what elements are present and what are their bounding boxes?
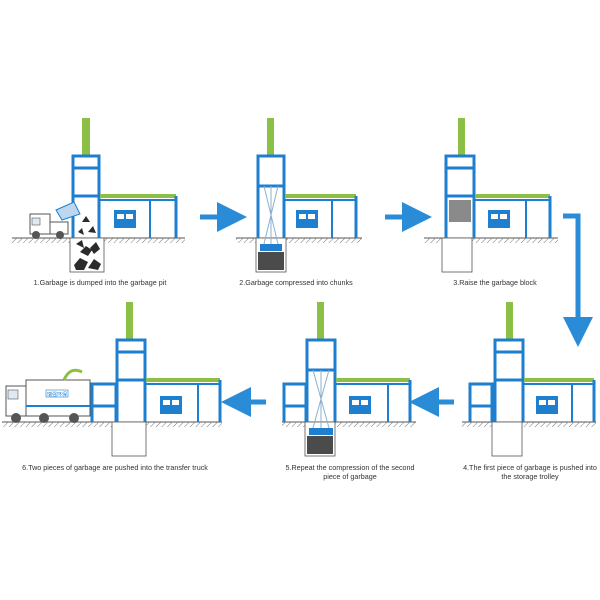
pusher-frame	[100, 194, 178, 238]
pusher-frame	[336, 378, 412, 422]
compression-plate	[260, 244, 282, 251]
step-2-illustration	[236, 118, 362, 273]
press-tower	[115, 338, 147, 422]
press-tower	[71, 154, 101, 238]
ground-hatch	[236, 238, 362, 243]
small-garbage-truck	[29, 201, 81, 239]
pusher-frame	[146, 378, 222, 422]
step-3-illustration	[424, 118, 558, 273]
step-6-illustration: 瑞强环保	[2, 302, 222, 457]
garbage-pile	[74, 240, 101, 270]
storage-trolley	[468, 382, 494, 422]
step-2-caption: 2.Garbage compressed into chunks	[239, 278, 353, 287]
garbage-pit	[441, 237, 473, 273]
pusher-frame	[475, 194, 552, 238]
compression-plate	[309, 428, 333, 435]
pusher-frame	[524, 378, 596, 422]
step-3-caption: 3.Raise the garbage block	[453, 278, 537, 287]
press-ram	[263, 185, 279, 245]
step-1-caption: 1.Garbage is dumped into the garbage pit	[33, 278, 167, 287]
garbage-pit	[111, 421, 147, 457]
compressed-garbage	[258, 252, 284, 270]
storage-trolley	[282, 382, 308, 422]
ground-hatch	[462, 422, 596, 427]
hydraulic-column	[267, 118, 274, 156]
press-ram	[312, 369, 330, 429]
ground-hatch	[424, 238, 558, 243]
arrow-step3-to-step4	[563, 213, 593, 347]
falling-garbage	[78, 216, 96, 235]
hydraulic-column	[458, 118, 465, 156]
transfer-truck	[5, 368, 91, 423]
step-5-caption: 5.Repeat the compression of the second p…	[285, 463, 415, 481]
press-tower	[493, 338, 525, 422]
step-4-caption: 4.The first piece of garbage is pushed i…	[463, 463, 597, 481]
hydraulic-column	[126, 302, 133, 340]
step-5-illustration	[282, 302, 416, 457]
step-6-caption: 6.Two pieces of garbage are pushed into …	[22, 463, 208, 472]
flow-arrows	[200, 202, 593, 417]
hydraulic-column	[82, 118, 90, 156]
pusher-frame	[285, 194, 358, 238]
raised-garbage-block	[449, 200, 471, 222]
hydraulic-column	[506, 302, 513, 340]
ground-hatch	[282, 422, 416, 427]
press-tower	[444, 154, 476, 238]
garbage-pit	[491, 421, 523, 457]
storage-trolley	[90, 382, 118, 422]
step-4-illustration	[462, 302, 596, 457]
compressed-garbage	[307, 436, 333, 454]
truck-sign: 瑞强环保	[47, 391, 67, 398]
hydraulic-column	[317, 302, 324, 340]
step-1-illustration	[12, 118, 185, 273]
